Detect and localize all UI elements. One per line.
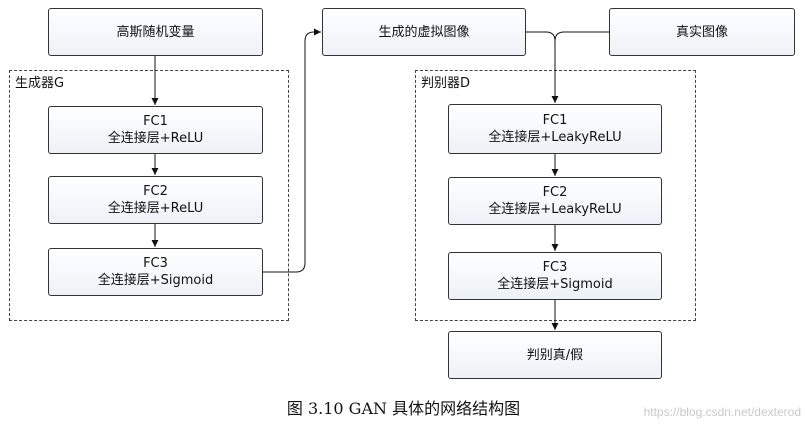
- discriminator-fc3-desc: 全连接层+Sigmoid: [497, 277, 613, 292]
- generator-fc2-title: FC2: [143, 184, 168, 199]
- discriminator-fc2-title: FC2: [542, 185, 568, 200]
- output-node: 判别真/假: [448, 331, 662, 379]
- discriminator-fc2-desc: 全连接层+LeakyReLU: [488, 202, 622, 217]
- discriminator-fc1-desc: 全连接层+LeakyReLU: [488, 130, 622, 145]
- generator-fc2-desc: 全连接层+ReLU: [107, 201, 204, 216]
- real-image-node: 真实图像: [609, 8, 795, 56]
- noise-node-label: 高斯随机变量: [116, 24, 195, 40]
- discriminator-fc1-node: FC1 全连接层+LeakyReLU: [448, 104, 662, 154]
- watermark: https://blog.csdn.net/dexterod: [643, 405, 801, 419]
- discriminator-fc3-node: FC3 全连接层+Sigmoid: [448, 252, 662, 300]
- generator-fc2-node: FC2 全连接层+ReLU: [48, 176, 263, 224]
- generated-image-label: 生成的虚拟图像: [378, 24, 470, 40]
- generator-fc1-desc: 全连接层+ReLU: [107, 131, 204, 146]
- generator-fc1-node: FC1 全连接层+ReLU: [48, 106, 263, 154]
- edge-real-dfc1: [554, 31, 609, 42]
- generator-fc1-title: FC1: [143, 114, 168, 129]
- generator-label: 生成器G: [15, 76, 65, 91]
- discriminator-fc2-node: FC2 全连接层+LeakyReLU: [448, 177, 662, 225]
- generator-fc3-title: FC3: [143, 256, 168, 271]
- edge-fake-dfc1: [526, 31, 559, 103]
- discriminator-label: 判别器D: [421, 76, 471, 91]
- discriminator-fc3-title: FC3: [542, 260, 568, 275]
- generator-fc3-desc: 全连接层+Sigmoid: [97, 273, 214, 288]
- figure-caption: 图 3.10 GAN 具体的网络结构图: [286, 399, 521, 418]
- generator-group: [9, 70, 289, 321]
- generated-image-node: 生成的虚拟图像: [322, 8, 526, 56]
- real-image-label: 真实图像: [675, 24, 728, 40]
- discriminator-fc1-title: FC1: [542, 113, 568, 128]
- generator-fc3-node: FC3 全连接层+Sigmoid: [48, 248, 263, 296]
- noise-node: 高斯随机变量: [48, 8, 263, 56]
- edge-gfc3-fake: [263, 28, 321, 273]
- output-node-label: 判别真/假: [526, 347, 584, 363]
